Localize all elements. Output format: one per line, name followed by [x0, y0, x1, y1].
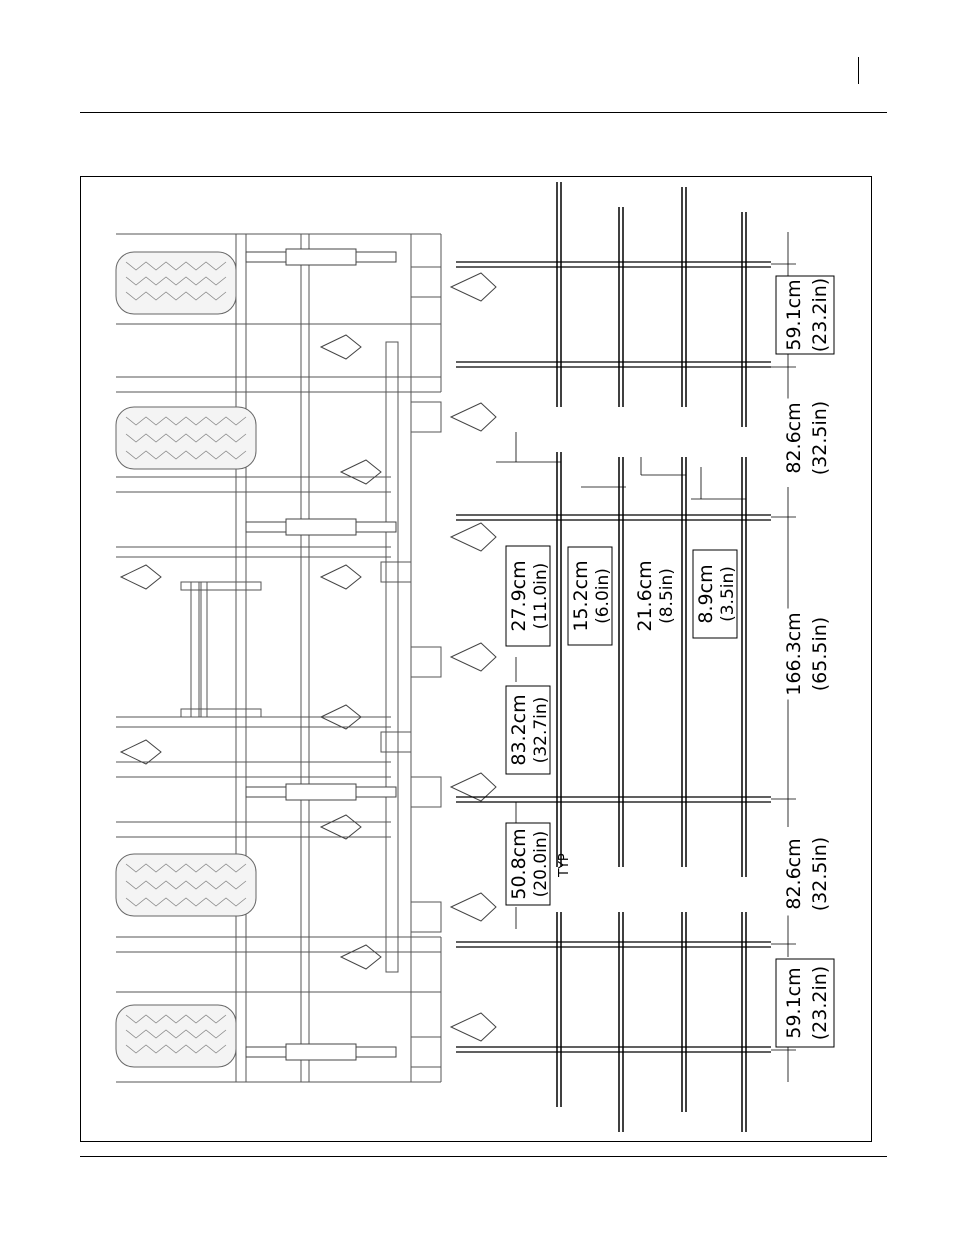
dim-metric: 50.8cm: [508, 828, 530, 899]
dim-83cm: 83.2cm (32.7in): [506, 686, 551, 774]
dimension-labels: 59.1cm (23.2in) 82.6cm (32.5in) 166.3cm …: [506, 276, 834, 1047]
dim-metric: 59.1cm: [783, 279, 805, 350]
tire-tread: [126, 262, 246, 1053]
dim-metric: 83.2cm: [508, 694, 530, 765]
typ-note: TYP: [557, 853, 572, 878]
dim-50cm: 50.8cm (20.0in): [506, 823, 551, 905]
footer-rule: [80, 1156, 887, 1157]
dim-15cm: 15.2cm (6.0in): [568, 547, 613, 645]
dim-8cm: 8.9cm (3.5in): [693, 550, 738, 638]
hydraulic-cylinders: [246, 249, 396, 1060]
dim-imperial: (6.0in): [593, 568, 613, 624]
dim-imperial: (23.2in): [809, 278, 831, 352]
dim-imperial: (23.2in): [809, 966, 831, 1040]
dim-59cm-top: 59.1cm (23.2in): [776, 276, 834, 354]
dim-59cm-bottom: 59.1cm (23.2in): [776, 959, 834, 1047]
dim-82cm-upper: 82.6cm (32.5in): [776, 399, 834, 477]
dim-metric: 27.9cm: [508, 560, 530, 631]
figure-frame: 59.1cm (23.2in) 82.6cm (32.5in) 166.3cm …: [80, 176, 872, 1142]
frame-beams: [116, 234, 441, 1082]
dim-metric: 82.6cm: [783, 838, 805, 909]
dim-imperial: (65.5in): [809, 617, 831, 691]
dim-imperial: (32.7in): [531, 697, 551, 764]
tine-bars: [557, 182, 746, 1132]
frame-members: [181, 234, 441, 1082]
dim-imperial: (32.5in): [809, 401, 831, 475]
harrow-arms: [456, 262, 771, 1052]
tire-3: [116, 854, 256, 916]
header-rule: [80, 112, 887, 113]
dim-82cm-lower: 82.6cm (32.5in): [776, 833, 834, 915]
dim-27cm: 27.9cm (11.0in): [506, 546, 551, 646]
dim-imperial: (11.0in): [531, 563, 551, 630]
dimension-lines: [496, 232, 796, 1082]
dim-typ-note: TYP: [557, 853, 572, 878]
dim-imperial: (32.5in): [809, 837, 831, 911]
dim-imperial: (3.5in): [718, 566, 738, 622]
dim-metric: 21.6cm: [634, 560, 656, 631]
dim-metric: 15.2cm: [570, 560, 592, 631]
dim-metric: 8.9cm: [695, 564, 717, 623]
dim-metric: 59.1cm: [783, 967, 805, 1038]
implement-drawing: 59.1cm (23.2in) 82.6cm (32.5in) 166.3cm …: [81, 177, 873, 1143]
dim-metric: 166.3cm: [783, 612, 805, 695]
dim-metric: 82.6cm: [783, 402, 805, 473]
dim-166cm: 166.3cm (65.5in): [776, 609, 834, 699]
tires: [116, 252, 256, 1067]
dim-imperial: (20.0in): [531, 831, 551, 898]
dim-21cm: 21.6cm (8.5in): [632, 547, 677, 645]
header-tick-mark: [858, 57, 859, 84]
dim-imperial: (8.5in): [657, 568, 677, 624]
tire-2: [116, 407, 256, 469]
